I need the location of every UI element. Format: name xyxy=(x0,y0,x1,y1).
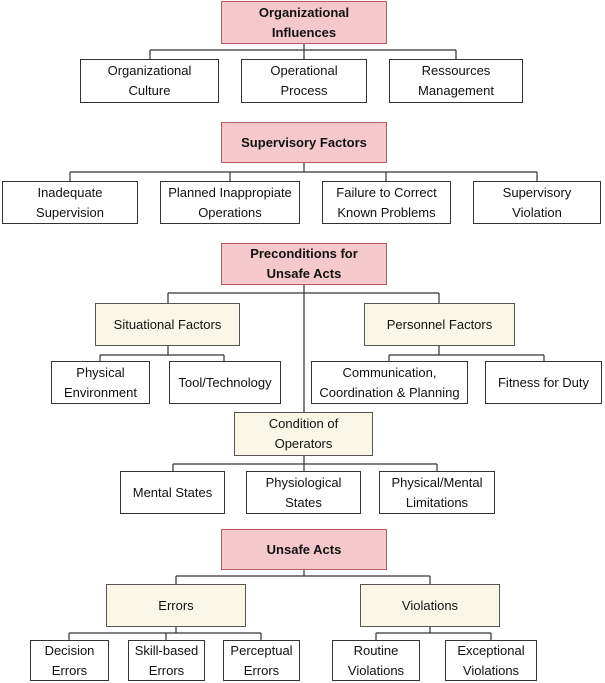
operational-process-box: Operational Process xyxy=(241,59,367,103)
tool-technology-box: Tool/Technology xyxy=(169,361,281,404)
organizational-culture-box: Organizational Culture xyxy=(80,59,219,103)
fitness-for-duty-box: Fitness for Duty xyxy=(485,361,602,404)
inadequate-supervision-box: Inadequate Supervision xyxy=(2,181,138,224)
unsafe-acts-box: Unsafe Acts xyxy=(221,529,387,570)
planned-inappropiate-operations-box: Planned Inappropiate Operations xyxy=(160,181,300,224)
errors-box: Errors xyxy=(106,584,246,627)
condition-of-operators-box: Condition of Operators xyxy=(234,412,373,456)
routine-violations-box: Routine Violations xyxy=(332,640,420,681)
mental-states-box: Mental States xyxy=(120,471,225,514)
supervisory-violation-box: Supervisory Violation xyxy=(473,181,601,224)
personnel-factors-box: Personnel Factors xyxy=(364,303,515,346)
communication-coordination-planning-box: Communication, Coordination & Planning xyxy=(311,361,468,404)
violations-box: Violations xyxy=(360,584,500,627)
organizational-influences-box: Organizational Influences xyxy=(221,1,387,44)
ressources-management-box: Ressources Management xyxy=(389,59,523,103)
preconditions-box: Preconditions for Unsafe Acts xyxy=(221,243,387,285)
perceptual-errors-box: Perceptual Errors xyxy=(223,640,300,681)
failure-to-correct-box: Failure to Correct Known Problems xyxy=(322,181,451,224)
physical-mental-limitations-box: Physical/Mental Limitations xyxy=(379,471,495,514)
physiological-states-box: Physiological States xyxy=(246,471,361,514)
supervisory-factors-box: Supervisory Factors xyxy=(221,122,387,163)
physical-environment-box: Physical Environment xyxy=(51,361,150,404)
skill-based-errors-box: Skill-based Errors xyxy=(128,640,205,681)
situational-factors-box: Situational Factors xyxy=(95,303,240,346)
decision-errors-box: Decision Errors xyxy=(30,640,109,681)
exceptional-violations-box: Exceptional Violations xyxy=(445,640,537,681)
